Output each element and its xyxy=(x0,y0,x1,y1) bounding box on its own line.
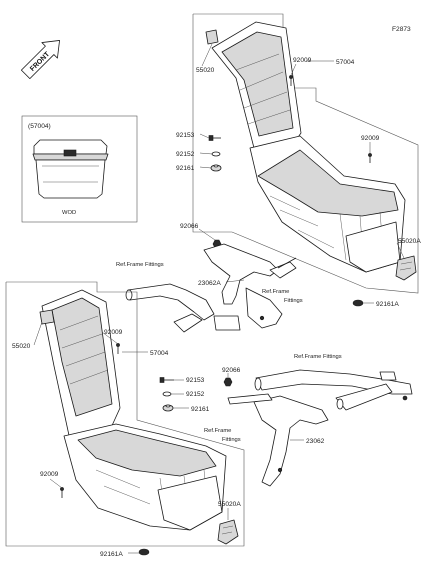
inset-box: (57004) WOD xyxy=(21,115,138,223)
frame-fitting-mid-left xyxy=(125,283,241,333)
label-ref-frame-right: Ref.Frame Fittings xyxy=(294,354,342,360)
washer-92152-top xyxy=(211,151,221,157)
label-92161-low: 92161 xyxy=(191,406,210,413)
label-55020A-low: 55020A xyxy=(218,501,241,508)
label-92009-low: 92009 xyxy=(40,471,59,478)
screw-92009-top xyxy=(289,75,293,86)
label-92009-left: 92009 xyxy=(104,329,123,336)
label-57004-top: 57004 xyxy=(336,59,355,66)
bolt-92153-low xyxy=(159,377,174,383)
frame-fitting-low-right xyxy=(254,369,413,411)
label-92066-low: 92066 xyxy=(222,367,241,374)
label-92152-low: 92152 xyxy=(186,391,205,398)
screw-92009-right xyxy=(368,153,372,163)
grommet-92161A-top xyxy=(352,299,364,307)
pad-55020A-low xyxy=(217,519,239,545)
inset-caption: WOD xyxy=(62,210,76,216)
inset-case-icon xyxy=(32,139,109,199)
label-55020A-top: 55020A xyxy=(398,238,421,245)
label-92152-top: 92152 xyxy=(176,151,195,158)
label-ref-frame-mid-2b: Fittings xyxy=(284,298,303,304)
label-55020-left: 55020 xyxy=(12,343,31,350)
label-ref-frame-mid-2a: Ref.Frame xyxy=(262,289,289,295)
lower-assembly-frame xyxy=(5,281,245,547)
hinge-55020-left xyxy=(39,309,55,325)
screw-92009-low xyxy=(60,487,64,498)
label-ref-frame-low-b: Fittings xyxy=(222,437,241,443)
label-57004-left: 57004 xyxy=(150,350,169,357)
label-92161A-low: 92161A xyxy=(100,551,123,558)
screw-92009-left xyxy=(116,343,120,354)
label-23062: 23062 xyxy=(306,438,325,445)
label-92009-right: 92009 xyxy=(361,135,380,142)
label-ref-frame-mid-1: Ref.Frame Fittings xyxy=(116,262,164,268)
label-92153-low: 92153 xyxy=(186,377,205,384)
label-92161-top: 92161 xyxy=(176,165,195,172)
leader-lines xyxy=(33,43,405,554)
diagram-id: F2873 xyxy=(392,26,411,33)
hinge-55020-top xyxy=(205,29,219,45)
label-92153-top: 92153 xyxy=(176,132,195,139)
label-23062A: 23062A xyxy=(198,280,221,287)
bracket-23062A xyxy=(203,243,297,329)
nut-92066-low xyxy=(223,377,233,387)
lower-saddlebag xyxy=(41,289,227,531)
label-92161A-top: 92161A xyxy=(376,301,399,308)
label-92009-top: 92009 xyxy=(293,57,312,64)
upper-saddlebag xyxy=(211,21,406,273)
label-ref-frame-low-a: Ref.Frame xyxy=(204,428,231,434)
grommet-92161A-low xyxy=(138,548,150,556)
label-92066-top: 92066 xyxy=(180,223,199,230)
grommet-92161-low xyxy=(162,404,174,412)
pad-55020A-top xyxy=(395,255,417,281)
washer-92152-low xyxy=(162,391,172,397)
grommet-92161-top xyxy=(210,164,222,172)
bracket-23062 xyxy=(227,393,329,487)
label-55020-top: 55020 xyxy=(196,67,215,74)
bolt-92153-top xyxy=(208,135,221,141)
inset-title: (57004) xyxy=(28,123,51,130)
front-arrow-icon: FRONT xyxy=(20,40,60,80)
